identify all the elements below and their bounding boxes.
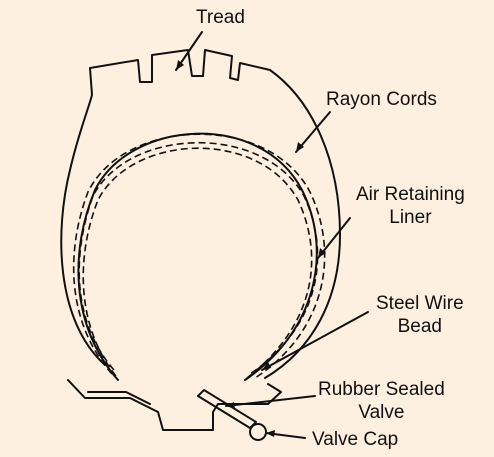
label-steel-wire-bead: Steel Wire Bead: [376, 292, 464, 338]
valve-cap-shape: [250, 424, 266, 440]
valve-stem: [198, 390, 256, 428]
label-rubber-sealed-valve: Rubber Sealed Valve: [318, 378, 445, 424]
tyre-inner-wall: [78, 134, 316, 380]
label-tread: Tread: [196, 6, 245, 29]
arrow-valve-cap: [266, 430, 275, 437]
label-valve-cap: Valve Cap: [312, 428, 398, 451]
rim: [68, 380, 281, 430]
label-rayon-cords: Rayon Cords: [326, 88, 437, 111]
label-air-retaining-liner: Air Retaining Liner: [356, 183, 465, 229]
cord-layer-inner: [83, 148, 311, 378]
leader-valve: [226, 396, 315, 406]
tyre-outer-wall: [61, 50, 340, 378]
leader-bead: [262, 312, 368, 370]
